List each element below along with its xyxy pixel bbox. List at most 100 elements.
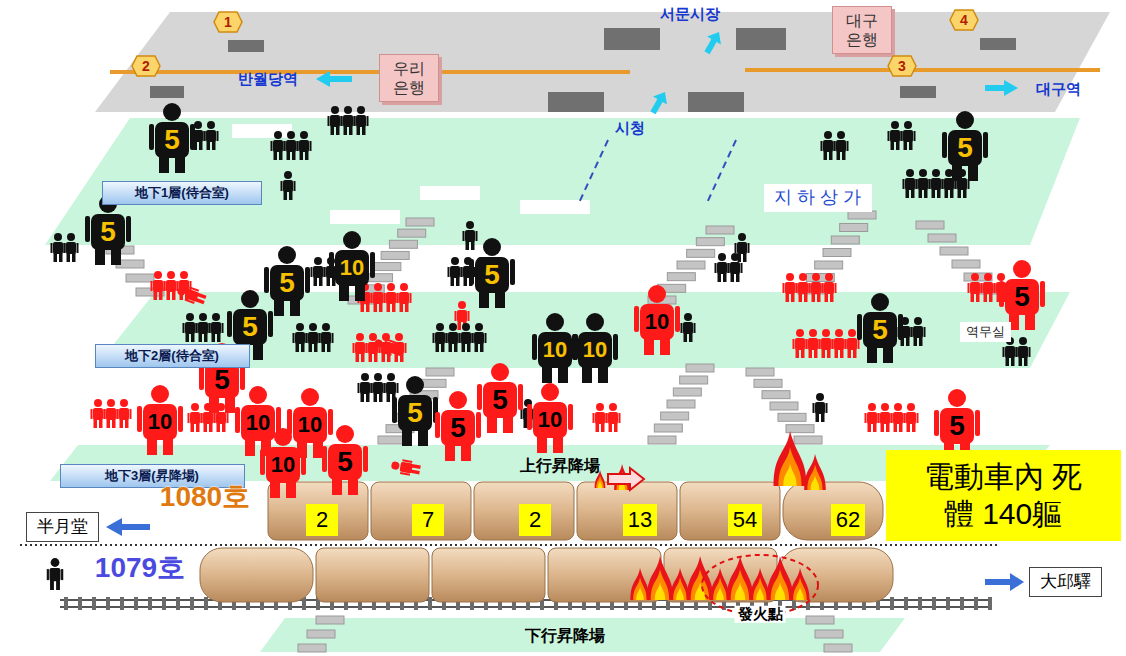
person-leg xyxy=(369,353,373,362)
person-body xyxy=(211,322,221,334)
person-body xyxy=(355,342,365,354)
person-leg xyxy=(400,303,404,312)
person-figure xyxy=(366,333,381,362)
person-arm xyxy=(104,409,106,419)
stair-step xyxy=(928,234,956,242)
train-car xyxy=(780,548,893,602)
person-head xyxy=(462,323,470,331)
stair-step xyxy=(815,261,843,269)
person-figure-large xyxy=(469,238,515,308)
person-arm xyxy=(367,116,369,126)
person-head xyxy=(825,273,833,281)
person-head xyxy=(356,333,364,341)
person-head xyxy=(796,329,804,337)
stair-step xyxy=(848,211,876,219)
stair-step xyxy=(840,224,868,232)
person-arm xyxy=(888,131,890,141)
person-leg xyxy=(471,241,475,250)
person-leg xyxy=(907,423,911,432)
car-death-count-text: 2 xyxy=(316,507,328,533)
stair-step xyxy=(378,436,406,444)
stair-step xyxy=(824,644,852,652)
level-tag-text: 地下1層(待合室) xyxy=(135,185,229,201)
person-leg xyxy=(958,189,962,198)
person-figure xyxy=(371,373,386,402)
person-body xyxy=(730,262,740,274)
fire-flame xyxy=(767,556,793,600)
stair-step xyxy=(770,402,798,410)
person-leg xyxy=(738,253,742,262)
office-sign: 역무실 xyxy=(960,322,1011,342)
stair-step xyxy=(667,400,695,408)
fire-flame xyxy=(756,587,764,600)
person-leg xyxy=(356,353,360,362)
person-leg xyxy=(207,141,211,150)
person-leg xyxy=(1011,357,1015,366)
person-body xyxy=(66,242,76,254)
exit-hexagon-shape xyxy=(888,56,916,76)
person-body xyxy=(343,115,353,127)
fire-flame xyxy=(670,568,689,600)
floor-opening xyxy=(330,210,400,224)
person-arm xyxy=(806,339,808,349)
person-leg xyxy=(387,303,391,312)
level-tag-text: 地下2層(待合室) xyxy=(125,348,219,364)
person-arm xyxy=(832,339,834,349)
person-leg xyxy=(601,423,605,432)
person-leg xyxy=(392,303,396,312)
person-head xyxy=(541,383,559,401)
person-head xyxy=(609,403,617,411)
person-head xyxy=(387,373,395,381)
person-arm xyxy=(975,410,980,436)
person-arm xyxy=(822,283,824,293)
person-body xyxy=(483,382,517,418)
person-body xyxy=(185,322,195,334)
callout-number: 5 xyxy=(1014,282,1030,313)
person-leg xyxy=(461,445,471,461)
person-arm xyxy=(845,339,847,349)
person-leg xyxy=(191,423,195,432)
person-leg xyxy=(167,291,171,300)
person-body xyxy=(435,332,445,344)
person-arm xyxy=(222,323,224,333)
person-head xyxy=(799,273,807,281)
rail-tie xyxy=(946,597,950,610)
arrow-head xyxy=(1004,80,1018,96)
stair-step xyxy=(687,249,715,257)
track-divider xyxy=(20,544,1000,546)
person-leg xyxy=(339,285,349,301)
stair-step xyxy=(307,630,335,638)
person-arm xyxy=(235,407,240,433)
person-arm xyxy=(914,131,916,141)
person-figure xyxy=(191,121,206,150)
person-leg xyxy=(868,423,872,432)
person-leg xyxy=(225,397,235,413)
person-figure-large xyxy=(477,363,523,433)
person-figure-large xyxy=(329,231,375,301)
person-leg xyxy=(449,343,453,352)
person-leg xyxy=(812,293,816,302)
exit-badge-text: 1 xyxy=(224,14,232,31)
person-leg xyxy=(881,423,885,432)
person-arm xyxy=(353,343,355,353)
person-head xyxy=(331,106,339,114)
person-head xyxy=(406,376,424,394)
person-leg xyxy=(914,337,918,346)
person-head xyxy=(948,389,966,407)
person-leg xyxy=(799,293,803,302)
fire-flame xyxy=(778,448,801,487)
person-body xyxy=(821,338,831,350)
person-leg xyxy=(791,293,795,302)
person-arm xyxy=(149,124,154,150)
car-death-count-text: 13 xyxy=(628,507,652,533)
person-arm xyxy=(858,339,860,349)
person-head xyxy=(94,399,102,407)
person-body xyxy=(931,178,941,190)
person-head xyxy=(738,233,746,241)
exit-badge: 2 xyxy=(131,55,161,77)
person-body xyxy=(798,282,808,294)
callout-number: 5 xyxy=(957,133,973,164)
person-arm xyxy=(994,283,996,293)
person-leg xyxy=(107,419,111,428)
exit-hexagon-shape xyxy=(132,56,160,76)
